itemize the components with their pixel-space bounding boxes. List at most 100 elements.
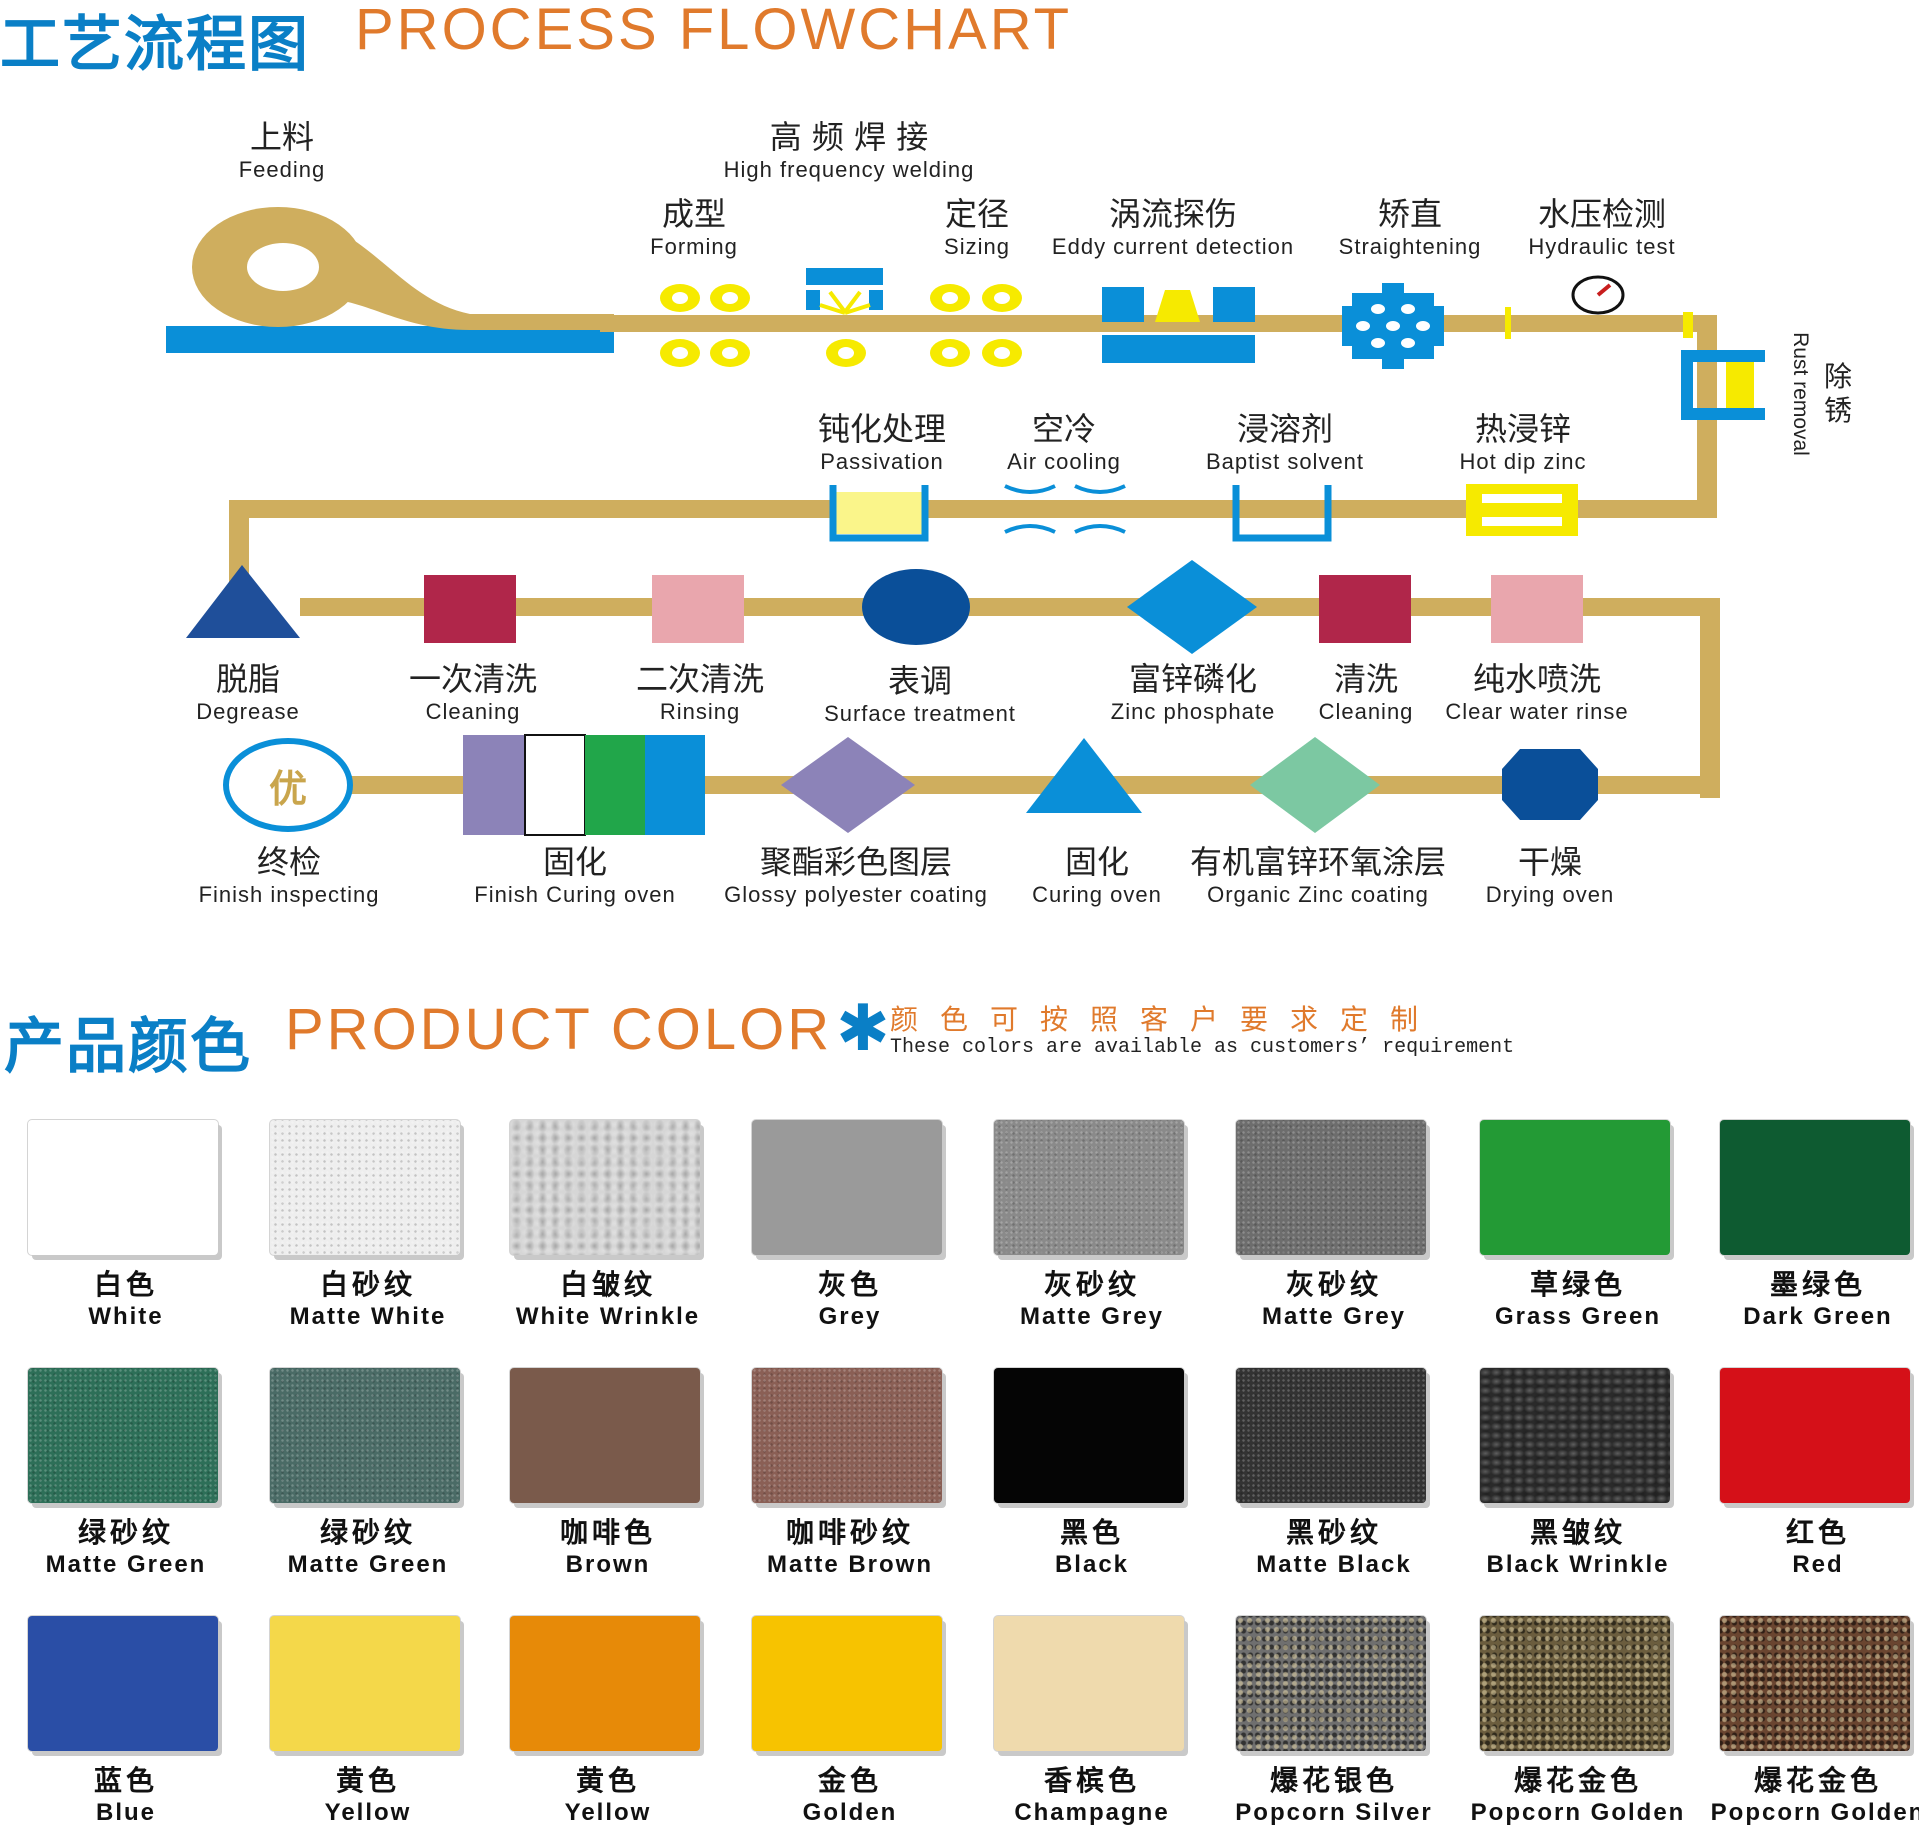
step-hydraulic-test-cn: 水压检测: [1537, 195, 1666, 233]
curing-oven-triangle-icon: [1026, 738, 1142, 813]
color-swatch: [28, 1616, 218, 1751]
color-swatch: [28, 1120, 218, 1255]
rinsing-square-icon: [652, 575, 744, 643]
step-forming: 成型 Forming: [534, 195, 854, 261]
air-cooling-icon: [1004, 484, 1126, 534]
swatch-label-en: Popcorn Golden: [1470, 1799, 1686, 1826]
step-polyester-coating-cn: 聚酯彩色图层: [759, 843, 952, 881]
step-hot-dip-zinc-cn: 热浸锌: [1474, 410, 1571, 448]
swatch-label-en: Blue: [95, 1799, 156, 1826]
swatch-label-cn: 绿砂纹: [77, 1516, 174, 1549]
swatch-label-cn: 爆花银色: [1269, 1764, 1398, 1797]
step-cleaning: 一次清洗 Cleaning: [313, 660, 633, 726]
step-zinc-phosphate-cn: 富锌磷化: [1128, 660, 1257, 698]
step-hf-welding-cn: 高 频 焊 接: [769, 118, 929, 156]
swatch-label-en: Black: [1054, 1551, 1130, 1578]
process-flow-diagram: [166, 207, 1765, 836]
swatch-label-cn: 咖啡色: [559, 1516, 656, 1549]
swatch-label-cn: 墨绿色: [1769, 1268, 1866, 1301]
swatch-label-en: Popcorn Golden: [1710, 1799, 1919, 1826]
solvent-tank-icon: [1232, 485, 1332, 542]
swatch-label-en: Yellow: [324, 1799, 412, 1826]
swatch-label-cn: 金色: [817, 1764, 882, 1797]
straightening-machine-icon: [1342, 283, 1444, 369]
degrease-triangle-icon: [186, 565, 300, 638]
step-curing-oven-cn: 固化: [1064, 843, 1129, 881]
step-passivation-en: Passivation: [820, 449, 944, 474]
color-note-cn: 颜色可按照客户要求定制: [890, 1003, 1441, 1036]
organic-zinc-diamond-icon: [1250, 737, 1380, 833]
step-finish-inspecting: 终检 Finish inspecting: [129, 843, 449, 909]
step-cleaning-en: Cleaning: [425, 699, 521, 724]
step-air-cooling-en: Air cooling: [1007, 449, 1121, 474]
step-sizing-en: Sizing: [944, 234, 1010, 259]
step-polyester-coating-en: Glossy polyester coating: [724, 882, 988, 907]
color-swatch: [752, 1616, 942, 1751]
step-degrease: 脱脂 Degrease: [88, 660, 408, 726]
drying-oven-octagon-icon: [1502, 749, 1598, 820]
color-swatch: [752, 1120, 942, 1255]
pipe-line-row2: [229, 500, 1717, 518]
pipe-line-right-2: [1700, 598, 1720, 798]
welding-head-icon: [806, 268, 883, 367]
step-zinc-phosphate-en: Zinc phosphate: [1110, 699, 1276, 724]
color-swatch: [994, 1120, 1184, 1255]
swatch-label-cn: 爆花金色: [1513, 1764, 1642, 1797]
color-swatch: [1236, 1368, 1426, 1503]
color-swatch: [28, 1368, 218, 1503]
swatch-label-en: Matte Grey: [1261, 1303, 1407, 1330]
step-forming-cn: 成型: [661, 195, 726, 233]
color-swatch: [752, 1368, 942, 1503]
swatch-label-cn: 绿砂纹: [319, 1516, 416, 1549]
flowchart-title-en: PROCESS FLOWCHART: [355, 0, 1073, 62]
swatch-label-cn: 黑色: [1059, 1516, 1124, 1549]
surface-treatment-ellipse-icon: [862, 569, 970, 645]
step-hf-welding-en: High frequency welding: [723, 157, 975, 182]
step-finish-curing-en: Finish Curing oven: [474, 882, 676, 907]
step-rinsing-en: Rinsing: [659, 699, 741, 724]
step-eddy-current: 涡流探伤 Eddy current detection: [1013, 195, 1333, 261]
color-swatch: [1480, 1616, 1670, 1751]
step-sizing: 定径 Sizing: [817, 195, 1137, 261]
step-rust-removal-cn: 除锈: [1823, 360, 1852, 427]
polyester-coating-diamond-icon: [781, 737, 915, 833]
color-swatch: [510, 1368, 700, 1503]
step-passivation-cn: 钝化处理: [817, 410, 946, 448]
color-title-cn: 产品颜色: [4, 1012, 252, 1082]
quality-logo-glyph: 优: [268, 766, 307, 811]
swatch-label-cn: 黄色: [335, 1764, 400, 1797]
step-organic-zinc-cn: 有机富锌环氧涂层: [1189, 843, 1446, 881]
step-surface-treatment: 表调 Surface treatment: [760, 662, 1080, 728]
step-passivation: 钝化处理 Passivation: [722, 410, 1042, 476]
swatch-label-cn: 灰砂纹: [1043, 1268, 1140, 1301]
rust-removal-tank-icon: [1681, 312, 1765, 420]
swatch-label-en: Champagne: [1014, 1799, 1170, 1826]
step-hot-dip-zinc: 热浸锌 Hot dip zinc: [1363, 410, 1683, 476]
swatch-label-cn: 黑皱纹: [1529, 1516, 1626, 1549]
finish-curing-oven-icon: [463, 734, 705, 836]
color-title-en: PRODUCT COLOR: [285, 997, 833, 1062]
step-finish-inspecting-en: Finish inspecting: [198, 882, 380, 907]
step-organic-zinc: 有机富锌环氧涂层 Organic Zinc coating: [1158, 843, 1478, 909]
swatch-label-cn: 灰色: [817, 1268, 882, 1301]
step-surface-treatment-en: Surface treatment: [824, 701, 1016, 726]
swatch-label-cn: 灰砂纹: [1285, 1268, 1382, 1301]
step-zinc-phosphate: 富锌磷化 Zinc phosphate: [1033, 660, 1353, 726]
step-curing-oven-en: Curing oven: [1032, 882, 1162, 907]
